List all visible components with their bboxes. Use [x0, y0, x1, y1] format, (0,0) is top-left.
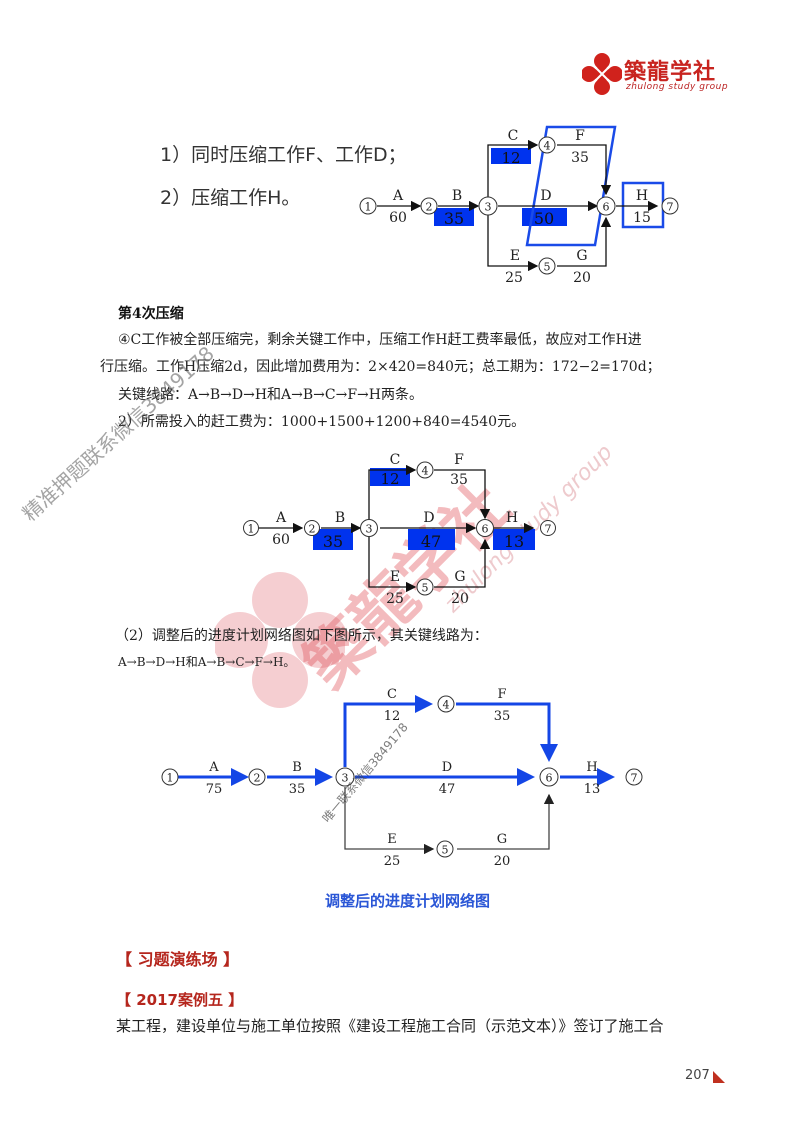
- svg-text:2: 2: [309, 523, 316, 536]
- svg-text:6: 6: [603, 201, 610, 214]
- svg-text:20: 20: [451, 591, 469, 607]
- svg-text:2: 2: [254, 772, 261, 785]
- part2-line-1: （2）调整后的进度计划网络图如下图所示，其关键线路为：: [115, 628, 488, 644]
- svg-text:60: 60: [272, 532, 290, 548]
- svg-text:F: F: [575, 128, 585, 144]
- svg-text:5: 5: [422, 582, 429, 595]
- case-title: 【 2017案例五 】: [116, 991, 244, 1009]
- case-body: 某工程，建设单位与施工单位按照《建设工程施工合同（示范文本）》签订了施工合: [116, 1017, 664, 1035]
- svg-text:E: E: [510, 248, 520, 264]
- logo-subtitle: zhulong study group: [626, 82, 729, 92]
- svg-text:12: 12: [384, 709, 401, 724]
- section-line-4: 2）所需投入的赶工费为：1000+1500+1200+840=4540元。: [118, 414, 526, 430]
- svg-text:H: H: [636, 188, 648, 204]
- svg-text:7: 7: [631, 772, 638, 785]
- svg-text:4: 4: [422, 465, 429, 478]
- svg-text:D: D: [540, 188, 551, 204]
- brand-logo: 築龍学社 zhulong study group: [581, 52, 732, 102]
- svg-text:C: C: [387, 687, 397, 702]
- svg-text:25: 25: [384, 854, 401, 869]
- step-item-2: 2）压缩工作H。: [160, 187, 301, 209]
- diagram-caption: 调整后的进度计划网络图: [325, 892, 491, 910]
- svg-text:H: H: [586, 760, 597, 775]
- page-number: 207: [685, 1068, 710, 1083]
- svg-text:B: B: [335, 510, 345, 526]
- exercise-section-title: 【 习题演练场 】: [116, 950, 240, 969]
- svg-text:3: 3: [485, 201, 492, 214]
- svg-text:35: 35: [289, 782, 306, 797]
- svg-text:25: 25: [386, 591, 404, 607]
- svg-text:D: D: [442, 760, 452, 775]
- svg-text:5: 5: [442, 844, 449, 857]
- svg-text:5: 5: [544, 261, 551, 274]
- svg-text:F: F: [454, 452, 464, 468]
- svg-text:1: 1: [365, 201, 372, 214]
- svg-text:1: 1: [248, 523, 255, 536]
- svg-text:G: G: [454, 569, 465, 585]
- page-corner-icon: [713, 1071, 725, 1083]
- svg-text:A: A: [275, 510, 287, 526]
- svg-text:20: 20: [573, 270, 591, 286]
- svg-text:B: B: [292, 760, 302, 775]
- svg-text:7: 7: [667, 201, 674, 214]
- svg-text:E: E: [390, 569, 400, 585]
- svg-text:2: 2: [426, 201, 433, 214]
- svg-text:1: 1: [167, 772, 174, 785]
- svg-text:35: 35: [571, 150, 589, 166]
- watermark-flower-icon: [215, 572, 345, 708]
- step-item-1: 1）同时压缩工作F、工作D；: [160, 144, 407, 166]
- svg-text:35: 35: [323, 532, 343, 551]
- svg-text:D: D: [423, 510, 434, 526]
- svg-text:6: 6: [482, 523, 489, 536]
- svg-text:3: 3: [342, 772, 349, 785]
- highlight-c: [491, 148, 531, 164]
- svg-text:13: 13: [584, 782, 601, 797]
- svg-text:C: C: [508, 128, 519, 144]
- svg-text:3: 3: [366, 523, 373, 536]
- svg-text:60: 60: [389, 210, 407, 226]
- svg-text:4: 4: [544, 140, 551, 153]
- svg-text:50: 50: [534, 209, 554, 228]
- svg-text:35: 35: [444, 209, 464, 228]
- flower-logo-icon: [581, 53, 623, 95]
- svg-text:35: 35: [494, 709, 511, 724]
- logo-title: 築龍学社: [624, 60, 717, 85]
- section-line-1: ④C工作被全部压缩完，剩余关键工作中，压缩工作H赶工费率最低，故应对工作H进: [118, 332, 642, 348]
- svg-text:H: H: [506, 510, 518, 526]
- svg-text:B: B: [452, 188, 462, 204]
- section-heading: 第4次压缩: [118, 306, 184, 322]
- svg-text:25: 25: [505, 270, 523, 286]
- network-diagram-2: 1 2 3 4 5 6 7 A 60 B 35 C 12 F 35 D 47 E 25 G 2…: [243, 452, 556, 607]
- svg-text:47: 47: [421, 532, 441, 551]
- svg-text:35: 35: [450, 472, 468, 488]
- svg-text:G: G: [497, 832, 507, 847]
- svg-text:A: A: [392, 188, 404, 204]
- svg-text:12: 12: [501, 149, 520, 167]
- svg-text:A: A: [208, 760, 219, 775]
- network-diagram-1: 1 2 3 4 5 6 7 A 60 B 35 C 12 F 35 D 50 E 25 G 2…: [359, 125, 679, 286]
- svg-text:7: 7: [545, 523, 552, 536]
- svg-text:20: 20: [494, 854, 511, 869]
- svg-text:E: E: [387, 832, 397, 847]
- svg-text:F: F: [497, 687, 506, 702]
- svg-text:G: G: [576, 248, 587, 264]
- highlight-b: [434, 208, 474, 226]
- svg-text:C: C: [390, 452, 401, 468]
- svg-text:13: 13: [504, 532, 524, 551]
- svg-text:12: 12: [380, 470, 399, 488]
- svg-text:6: 6: [546, 772, 553, 785]
- section-line-3: 关键线路：A→B→D→H和A→B→C→F→H两条。: [118, 387, 423, 403]
- svg-text:75: 75: [206, 782, 223, 797]
- part2-line-2: A→B→D→H和A→B→C→F→H。: [118, 655, 296, 669]
- svg-text:4: 4: [443, 699, 450, 712]
- network-diagram-3: 1 2 3 4 5 6 7 A 75 B 35 C 12 F 35 D 47 E 25 G 2…: [161, 687, 643, 869]
- svg-text:47: 47: [439, 782, 456, 797]
- section-line-2: 行压缩。工作H压缩2d，因此增加费用为：2×420=840元；总工期为：172−…: [100, 359, 661, 375]
- svg-text:15: 15: [633, 210, 651, 226]
